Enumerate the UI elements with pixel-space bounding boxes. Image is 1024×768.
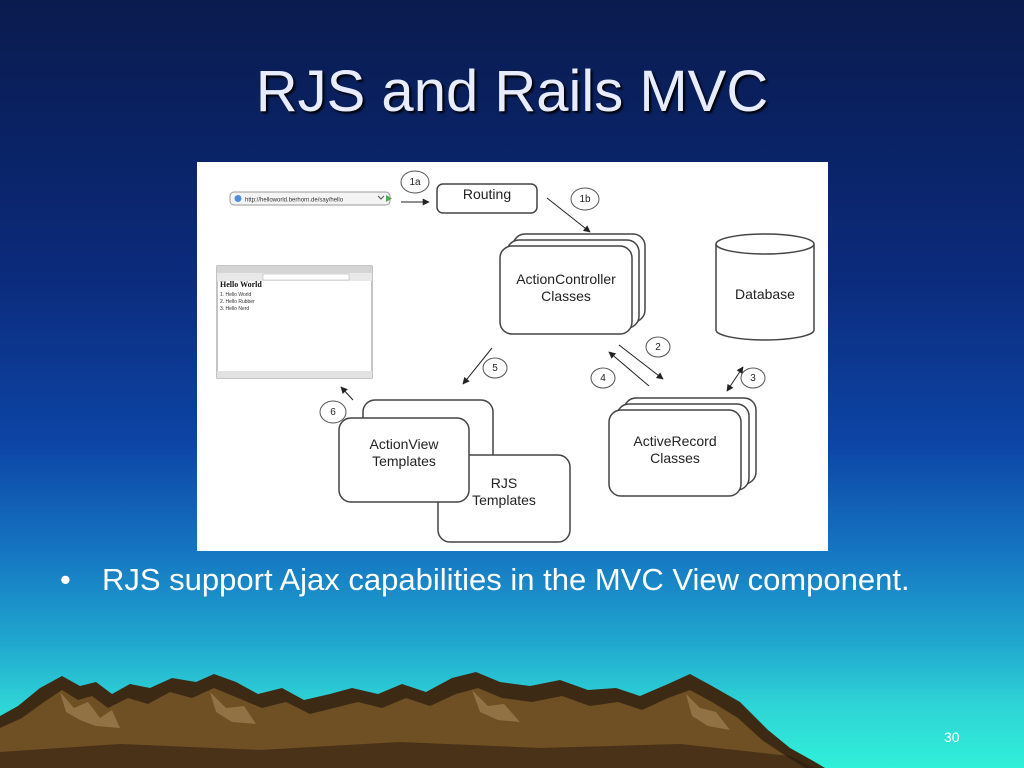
bullet-item: • RJS support Ajax capabilities in the M… (60, 557, 960, 602)
mvc-diagram-svg: http://helloworld.berhorn.de/say/hello 1… (216, 170, 815, 543)
svg-text:1b: 1b (579, 194, 591, 205)
step-4: 4 (590, 367, 616, 389)
bullet-list: • RJS support Ajax capabilities in the M… (60, 557, 960, 602)
mountain-landscape (0, 672, 825, 768)
arrow-model-to-controller (608, 351, 650, 387)
action-controller-box: ActionController Classes (499, 233, 646, 335)
browser-window: Hello World 1. Hello World 2. Hello Rubb… (216, 265, 373, 379)
arrow-view-to-browser (340, 386, 354, 401)
step-2: 2 (645, 336, 671, 358)
active-record-box: ActiveRecord Classes (608, 397, 757, 497)
svg-text:Database: Database (735, 286, 795, 302)
svg-text:3. Hello Nerd: 3. Hello Nerd (220, 306, 249, 312)
database-cylinder: Database (715, 233, 815, 341)
svg-text:2: 2 (655, 342, 661, 353)
svg-text:4: 4 (600, 373, 606, 384)
browser-url-bar: http://helloworld.berhorn.de/say/hello (229, 191, 392, 206)
arrow-routing-to-controller (546, 197, 591, 233)
svg-text:Templates: Templates (372, 453, 436, 469)
svg-text:Classes: Classes (541, 288, 591, 304)
step-1b: 1b (570, 187, 600, 211)
mvc-diagram: http://helloworld.berhorn.de/say/hello 1… (197, 162, 828, 551)
rjs-templates-box: RJS Templates (437, 454, 571, 543)
svg-text:ActiveRecord: ActiveRecord (633, 433, 716, 449)
svg-text:1. Hello World: 1. Hello World (220, 292, 252, 298)
globe-icon (234, 195, 242, 202)
step-1a: 1a (400, 170, 430, 194)
arrow-controller-to-view (462, 347, 493, 385)
arrow-controller-to-model (618, 344, 664, 380)
arrow-model-database (726, 366, 744, 392)
bullet-text: RJS support Ajax capabilities in the MVC… (102, 562, 910, 597)
svg-text:1a: 1a (409, 177, 421, 188)
routing-box: Routing (436, 183, 538, 214)
svg-text:ActionController: ActionController (516, 271, 616, 287)
action-view-templates-box: ActionView Templates (338, 417, 470, 503)
svg-text:Routing: Routing (463, 186, 511, 202)
svg-text:2. Hello Rubber: 2. Hello Rubber (220, 299, 255, 305)
svg-text:Hello World: Hello World (220, 280, 262, 289)
svg-text:3: 3 (750, 373, 756, 384)
dropdown-icon (377, 195, 385, 200)
url-text: http://helloworld.berhorn.de/say/hello (245, 198, 344, 204)
view-stack: RJS Templates ActionView Templates (338, 399, 571, 543)
svg-text:RJS: RJS (491, 475, 517, 491)
mountain-shadow (0, 742, 815, 768)
svg-text:6: 6 (330, 407, 336, 418)
slide-title: RJS and Rails MVC (255, 59, 769, 124)
step-6: 6 (319, 400, 347, 424)
svg-text:Classes: Classes (650, 450, 700, 466)
bullet-dot: • (60, 562, 71, 597)
go-icon (386, 195, 392, 202)
step-5: 5 (482, 357, 508, 379)
svg-text:5: 5 (492, 363, 498, 374)
svg-text:Templates: Templates (472, 492, 536, 508)
slide-number: 30 (944, 729, 960, 745)
step-3: 3 (740, 367, 766, 389)
svg-text:ActionView: ActionView (369, 436, 439, 452)
